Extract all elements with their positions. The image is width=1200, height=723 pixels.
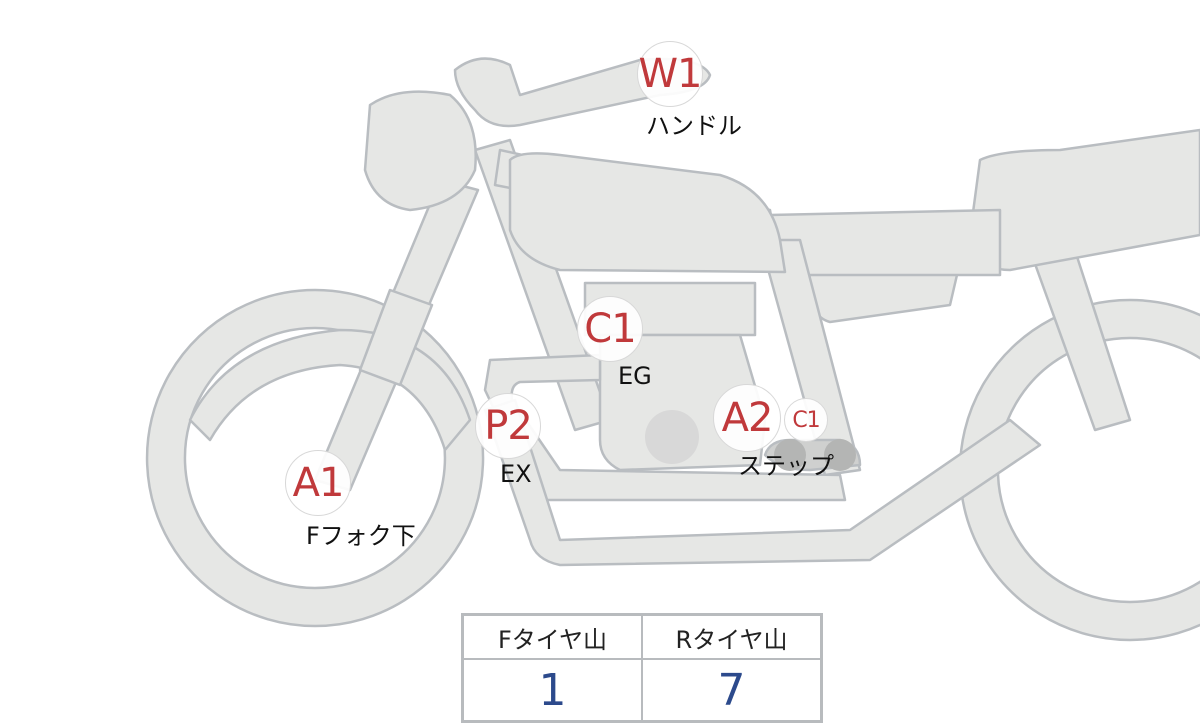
marker-c1-step[interactable]: C1 xyxy=(784,398,828,442)
label-step: ステップ xyxy=(738,452,834,480)
label-f-fork-lower: Fフォク下 xyxy=(306,522,416,550)
exhaust-lower xyxy=(483,398,1042,567)
marker-a2[interactable]: A2 xyxy=(713,384,781,452)
marker-p2[interactable]: P2 xyxy=(475,393,541,459)
seat xyxy=(968,128,1200,272)
front-tire-header: Fタイヤ山 xyxy=(461,613,643,660)
label-handle: ハンドル xyxy=(646,112,742,140)
rear-wheel xyxy=(958,298,1200,642)
headlight xyxy=(363,90,477,212)
fuel-tank xyxy=(508,152,787,274)
marker-a1[interactable]: A1 xyxy=(285,450,351,516)
front-tire-value: 1 xyxy=(461,658,643,723)
marker-w1[interactable]: W1 xyxy=(637,41,703,107)
rear-tire-header: Rタイヤ山 xyxy=(641,613,823,660)
rear-tire-value: 7 xyxy=(641,658,823,723)
tire-tread-table: Fタイヤ山 Rタイヤ山 1 7 xyxy=(461,613,823,723)
frame-rear-down xyxy=(758,238,862,477)
fork-boot xyxy=(358,288,434,387)
marker-c1-engine[interactable]: C1 xyxy=(577,296,643,362)
label-ex: EX xyxy=(500,460,532,488)
label-eg: EG xyxy=(618,362,652,390)
engine-cover xyxy=(645,410,699,464)
